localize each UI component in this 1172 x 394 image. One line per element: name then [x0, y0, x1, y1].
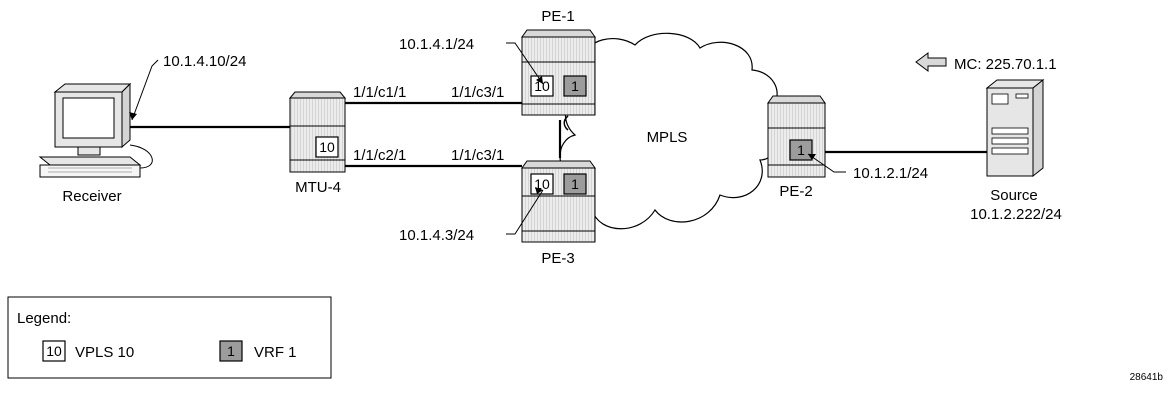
mtu4-port-top-label: 1/1/c1/1	[353, 84, 406, 101]
pe3-ip-pointer	[506, 189, 544, 235]
mpls-cloud	[559, 32, 782, 230]
multicast-label: MC: 225.70.1.1	[954, 56, 1057, 73]
legend-vpls-label: VPLS 10	[75, 344, 134, 361]
mtu4-switch-icon: 10	[288, 91, 347, 173]
legend: Legend: 10 VPLS 10 1 VRF 1	[7, 296, 332, 379]
mtu4-label: MTU-4	[295, 179, 341, 196]
pe1-ip-arrowhead	[536, 76, 543, 84]
pe1-ip-label: 10.1.4.1/24	[399, 36, 474, 53]
pe3-vrf-box-label: 1	[571, 176, 579, 192]
figure-id: 28641b	[1130, 372, 1164, 383]
pe1-vpls-box-label: 10	[534, 78, 550, 94]
pe2-vrf-box-label: 1	[797, 142, 805, 158]
pe2-vrf-box	[789, 139, 813, 161]
link-arc	[563, 115, 569, 131]
pointer-lines	[131, 42, 846, 235]
multicast-arrow-icon	[915, 52, 947, 72]
pe2-ip-label: 10.1.2.1/24	[853, 165, 928, 182]
pe1-vrf-box	[563, 75, 587, 97]
mtu4-vpls-box	[315, 136, 339, 158]
receiver-ip-pointer	[131, 59, 159, 121]
receiver-ip-label: 10.1.4.10/24	[163, 53, 246, 70]
mpls-label: MPLS	[647, 129, 688, 146]
pe1-router-icon: 10 1	[521, 29, 596, 116]
legend-vrf-box-label: 1	[227, 343, 235, 359]
legend-vpls-box-label: 10	[46, 343, 62, 359]
pe1-port-label: 1/1/c3/1	[451, 84, 504, 101]
pe2-label: PE-2	[779, 183, 812, 200]
receiver-cable	[129, 144, 153, 169]
legend-vrf-label: VRF 1	[254, 344, 297, 361]
mtu4-vpls-box-label: 10	[319, 139, 335, 155]
source-label: Source	[990, 187, 1038, 204]
pe2-ip-arrowhead	[808, 154, 816, 160]
pe3-ip-label: 10.1.4.3/24	[399, 227, 474, 244]
legend-vrf-box	[219, 340, 243, 362]
pe3-ip-arrowhead	[535, 187, 543, 194]
receiver-label: Receiver	[62, 188, 121, 205]
legend-vpls-box	[42, 340, 66, 362]
pe1-label: PE-1	[541, 8, 574, 25]
pe1-vrf-box-label: 1	[571, 78, 579, 94]
receiver-computer-icon	[38, 82, 142, 178]
source-ip-label: 10.1.2.222/24	[970, 206, 1062, 223]
links	[128, 101, 987, 168]
source-server-icon	[985, 78, 1045, 178]
pe3-vrf-box	[563, 173, 587, 195]
pe3-vpls-box-label: 10	[534, 176, 550, 192]
pe3-label: PE-3	[541, 250, 574, 267]
pe2-router-icon: 1	[767, 95, 826, 178]
legend-title: Legend:	[17, 310, 71, 327]
pe3-router-icon: 10 1	[521, 160, 596, 243]
mtu4-port-bottom-label: 1/1/c2/1	[353, 147, 406, 164]
pe3-port-label: 1/1/c3/1	[451, 147, 504, 164]
pe1-ip-pointer	[506, 42, 544, 85]
receiver-ip-arrowhead	[129, 112, 137, 120]
pe2-ip-pointer	[807, 153, 846, 173]
